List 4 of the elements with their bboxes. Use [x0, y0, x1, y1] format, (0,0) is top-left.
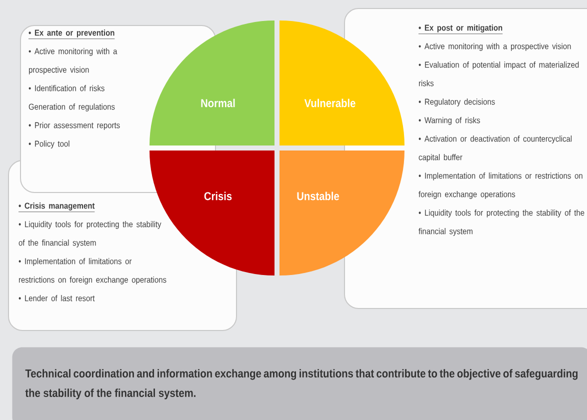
quadrant: Normal	[150, 20, 274, 146]
banner: Technical coordination and information exchange among institutions that contribute to the objective of safeguarding the stability of the financial system.	[12, 347, 587, 420]
quadrant: Unstable	[280, 150, 404, 276]
quadrant: Vulnerable	[280, 20, 404, 146]
